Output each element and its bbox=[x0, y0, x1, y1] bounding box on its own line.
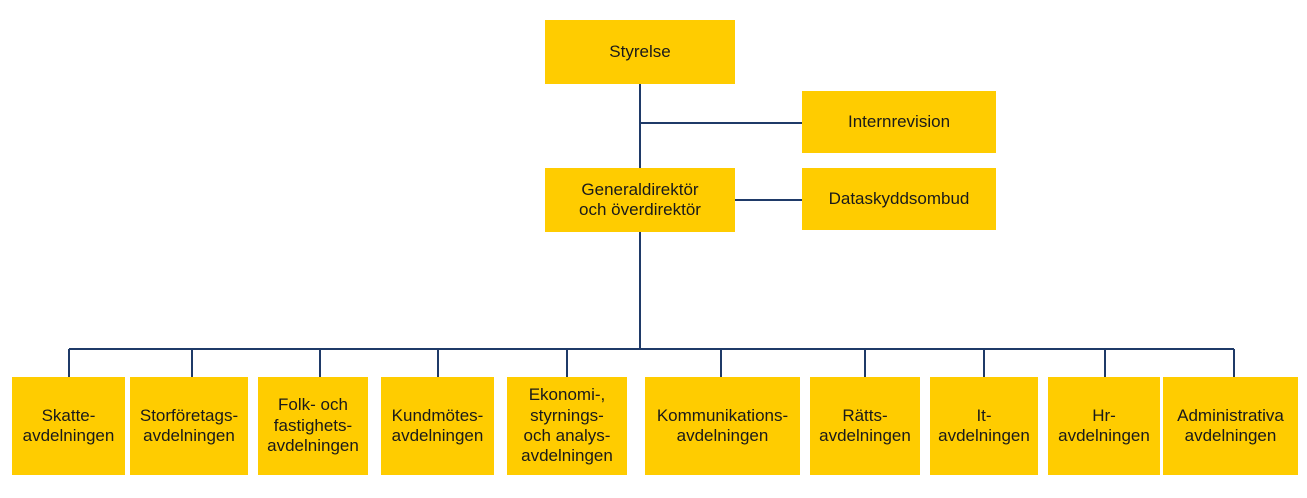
department-7: Rätts- avdelningen bbox=[810, 377, 920, 475]
node-dataskyddsombud: Dataskyddsombud bbox=[802, 168, 996, 230]
node-generaldirektor: Generaldirektör och överdirektör bbox=[545, 168, 735, 232]
department-6: Kommunikations- avdelningen bbox=[645, 377, 800, 475]
department-1: Skatte- avdelningen bbox=[12, 377, 125, 475]
department-5: Ekonomi-, styrnings- och analys- avdelni… bbox=[507, 377, 627, 475]
department-4: Kundmötes- avdelningen bbox=[381, 377, 494, 475]
department-3: Folk- och fastighets- avdelningen bbox=[258, 377, 368, 475]
department-2: Storföretags- avdelningen bbox=[130, 377, 248, 475]
department-8: It- avdelningen bbox=[930, 377, 1038, 475]
department-9: Hr- avdelningen bbox=[1048, 377, 1160, 475]
node-styrelse: Styrelse bbox=[545, 20, 735, 84]
node-internrevision: Internrevision bbox=[802, 91, 996, 153]
department-10: Administrativa avdelningen bbox=[1163, 377, 1298, 475]
